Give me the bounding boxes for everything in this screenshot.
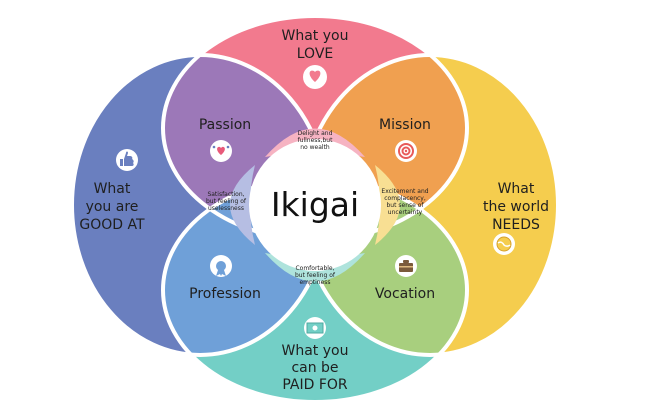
- globe-icon: [493, 233, 515, 255]
- label-good-2: you are: [86, 199, 139, 215]
- note-top-1: Delight and: [298, 130, 333, 137]
- thumbs-up-icon: [116, 149, 138, 171]
- note-bottom-1: Comfortable,: [295, 265, 334, 272]
- note-top-2: fullness,but: [298, 137, 334, 144]
- center-circle: [249, 139, 381, 271]
- label-needs-2: the world: [483, 199, 549, 215]
- center-title: Ikigai: [271, 185, 359, 224]
- note-left-2: but feeling of: [206, 198, 247, 205]
- label-paid-3: PAID FOR: [282, 377, 348, 393]
- award-icon: [210, 255, 232, 277]
- label-profession: Profession: [189, 286, 261, 302]
- label-mission: Mission: [379, 117, 431, 133]
- note-left-3: uselessness: [208, 205, 244, 212]
- target-icon: [395, 140, 417, 162]
- note-petal-left: [230, 165, 255, 245]
- note-left-1: Satisfaction,: [207, 191, 244, 198]
- note-bottom-2: but feeling of: [295, 272, 336, 279]
- label-good-1: What: [94, 181, 131, 197]
- note-right-3: but sense of: [387, 202, 425, 209]
- label-needs-1: What: [498, 181, 535, 197]
- label-paid-1: What you: [282, 343, 349, 359]
- note-bottom-3: emptiness: [299, 279, 330, 286]
- label-love-1: What you: [282, 28, 349, 44]
- label-love-2: LOVE: [297, 46, 334, 62]
- label-vocation: Vocation: [375, 286, 435, 302]
- label-good-3: GOOD AT: [79, 217, 145, 233]
- note-right-1: Excitement and: [381, 188, 428, 195]
- note-right-2: complacency,: [384, 195, 426, 202]
- heart-icon: [303, 65, 327, 89]
- money-icon: [304, 317, 326, 339]
- note-right-4: uncertainty: [388, 209, 423, 216]
- note-top-3: no wealth: [300, 144, 330, 151]
- label-paid-2: can be: [291, 360, 338, 376]
- label-passion: Passion: [199, 117, 251, 133]
- label-needs-3: NEEDS: [492, 217, 540, 233]
- heart-stars-icon: [210, 140, 232, 162]
- briefcase-icon: [395, 255, 417, 277]
- note-petal-right: [375, 165, 400, 245]
